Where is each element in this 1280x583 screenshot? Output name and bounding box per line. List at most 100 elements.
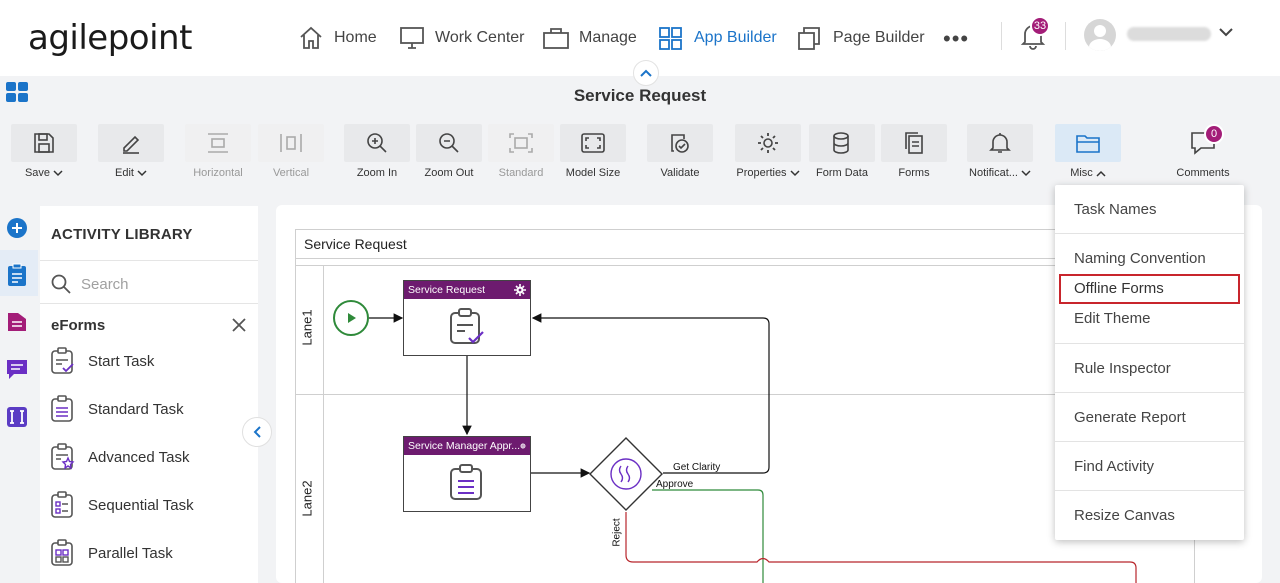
zoom-out-button[interactable]: Zoom Out — [416, 124, 482, 184]
documents-rail-button[interactable] — [4, 309, 30, 335]
zoom-out-icon — [439, 133, 459, 153]
task-parallel-task[interactable]: Parallel Task — [50, 539, 173, 567]
menu-resize-canvas[interactable]: Resize Canvas — [1074, 507, 1175, 524]
misc-button[interactable]: Misc — [1055, 124, 1121, 184]
nav-work-center[interactable]: Work Center — [399, 22, 525, 54]
menu-task-names[interactable]: Task Names — [1074, 201, 1157, 218]
divider — [1055, 233, 1244, 234]
search-icon — [51, 274, 71, 294]
forms-icon — [905, 132, 923, 154]
task-sequential-task[interactable]: Sequential Task — [50, 491, 194, 519]
menu-generate-report[interactable]: Generate Report — [1074, 409, 1186, 426]
menu-offline-forms[interactable]: Offline Forms — [1059, 274, 1240, 304]
chevron-up-icon — [640, 69, 652, 77]
nav-page-builder[interactable]: Page Builder — [797, 22, 925, 54]
add-activity-button[interactable] — [4, 215, 30, 241]
nav-work-center-label: Work Center — [435, 29, 525, 46]
flow-label-get-clarity[interactable]: Get Clarity — [673, 462, 721, 473]
vertical-button[interactable]: Vertical — [258, 124, 324, 184]
page-title: Service Request — [573, 86, 707, 105]
properties-label: Properties — [736, 167, 787, 179]
save-icon — [34, 133, 54, 153]
close-icon[interactable] — [232, 318, 246, 332]
gateway-inner-circle — [610, 458, 642, 490]
flow-get-clarity — [531, 313, 770, 474]
message-icon — [7, 360, 27, 379]
activity-service-request[interactable]: Service Request — [403, 280, 531, 356]
activity-library-panel: ACTIVITY LIBRARY eForms Start Task Stand… — [40, 206, 258, 583]
flow-label-approve[interactable]: Approve — [656, 479, 694, 490]
properties-button[interactable]: Properties — [735, 124, 801, 184]
forms-button[interactable]: Forms — [881, 124, 947, 184]
eforms-rail-button[interactable] — [4, 262, 30, 288]
integration-icon — [7, 407, 27, 427]
flow-approve — [652, 489, 764, 583]
comments-button[interactable]: Comments 0 — [1170, 124, 1236, 184]
zoom-in-button[interactable]: Zoom In — [344, 124, 410, 184]
divider — [1055, 441, 1244, 442]
zoom-in-icon — [367, 133, 387, 153]
save-button[interactable]: Save — [11, 124, 77, 184]
pages-icon — [798, 27, 820, 50]
menu-rule-inspector[interactable]: Rule Inspector — [1074, 360, 1171, 377]
activity-service-manager-approval[interactable]: Service Manager Appr... — [403, 436, 531, 512]
apps-grid-icon[interactable] — [6, 82, 30, 109]
gear-icon[interactable] — [514, 284, 526, 296]
agilepoint-logo[interactable]: agilepoint — [28, 18, 192, 58]
menu-naming-convention[interactable]: Naming Convention — [1074, 250, 1206, 267]
sequential-task-icon — [51, 491, 73, 518]
standard-task-icon — [51, 395, 73, 422]
align-horizontal-icon — [208, 133, 228, 153]
flow-reject — [625, 512, 1137, 583]
chevron-down-icon[interactable] — [1218, 26, 1234, 38]
bell-icon — [989, 133, 1011, 153]
menu-edit-theme[interactable]: Edit Theme — [1074, 310, 1151, 327]
activity-title: Service Manager Appr... — [408, 440, 521, 452]
nav-manage[interactable]: Manage — [543, 22, 637, 54]
task-standard-task[interactable]: Standard Task — [50, 395, 184, 423]
model-size-button[interactable]: Model Size — [560, 124, 626, 184]
task-advanced-task[interactable]: Advanced Task — [50, 443, 189, 471]
standard-button[interactable]: Standard — [488, 124, 554, 184]
form-data-button[interactable]: Form Data — [809, 124, 875, 184]
align-vertical-icon — [280, 134, 302, 152]
edit-button[interactable]: Edit — [98, 124, 164, 184]
search-input[interactable] — [81, 275, 221, 293]
start-event[interactable] — [333, 300, 369, 336]
divider — [1055, 392, 1244, 393]
notifications-tool-button[interactable]: Notificat... — [967, 124, 1033, 184]
menu-find-activity[interactable]: Find Activity — [1074, 458, 1155, 475]
user-name-redacted[interactable] — [1127, 27, 1211, 41]
notifications-button[interactable]: 33 — [1020, 16, 1050, 55]
nav-manage-label: Manage — [579, 29, 637, 46]
more-menu-icon[interactable]: ••• — [943, 26, 970, 51]
horizontal-button[interactable]: Horizontal — [185, 124, 251, 184]
collapse-library-button[interactable] — [242, 417, 272, 447]
task-start-task[interactable]: Start Task — [50, 347, 154, 375]
nav-app-builder-label: App Builder — [694, 29, 777, 46]
clipboard-icon — [8, 263, 26, 286]
nav-home[interactable]: Home — [298, 22, 377, 54]
home-icon — [300, 26, 322, 49]
fit-screen-icon — [581, 133, 605, 153]
task-clipboard-check-icon — [450, 308, 484, 344]
activity-title: Service Request — [408, 284, 486, 296]
misc-label: Misc — [1070, 167, 1093, 179]
validate-label: Validate — [660, 167, 700, 179]
forms-label: Forms — [898, 167, 930, 179]
collapse-header-button[interactable] — [633, 60, 659, 86]
gear-icon[interactable] — [520, 440, 526, 452]
edit-label: Edit — [115, 167, 134, 179]
messages-rail-button[interactable] — [4, 356, 30, 382]
flow-label-reject[interactable]: Reject — [611, 518, 623, 547]
briefcase-icon — [543, 28, 569, 49]
nav-app-builder[interactable]: App Builder — [658, 22, 777, 54]
user-avatar[interactable] — [1084, 19, 1116, 51]
lane-separator — [295, 394, 1195, 395]
standard-size-icon — [509, 133, 533, 153]
lane-label-column — [323, 266, 324, 583]
validate-button[interactable]: Validate — [647, 124, 713, 184]
integration-rail-button[interactable] — [4, 404, 30, 430]
toolbar: Save Edit Horizontal Vertical Zoom In Zo… — [0, 120, 1280, 186]
